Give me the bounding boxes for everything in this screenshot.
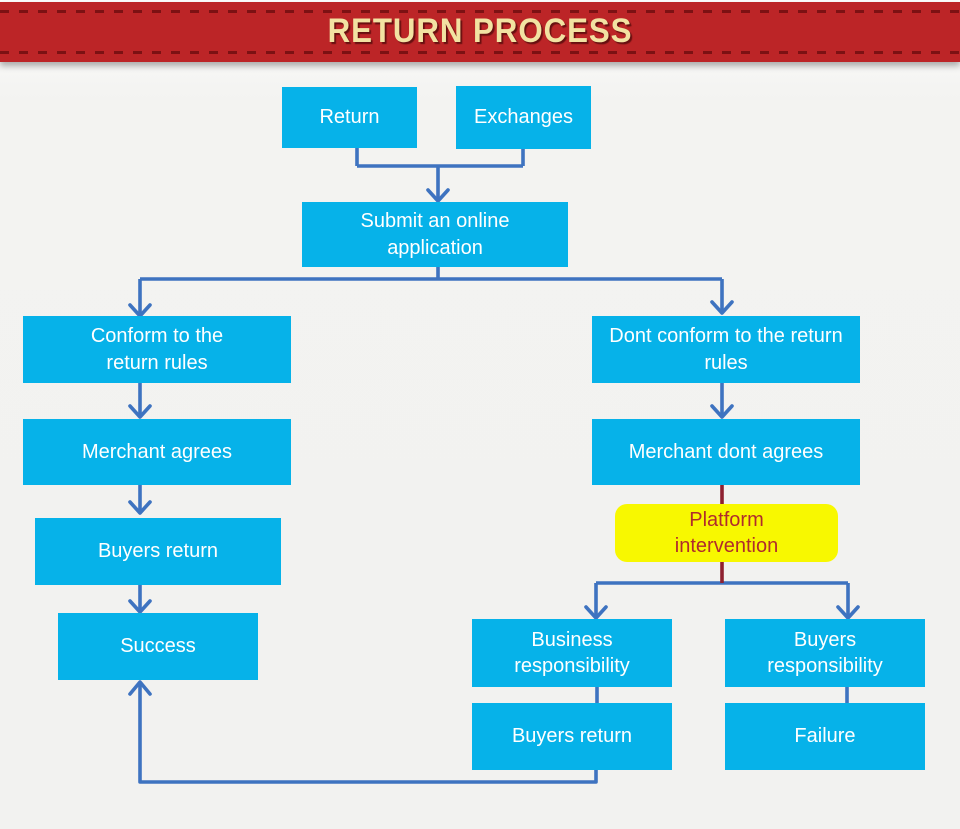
node-submit-application: Submit an online application [302,202,568,267]
node-exchanges: Exchanges [456,86,591,149]
node-business-responsibility: Business responsibility [472,619,672,687]
node-failure-label: Failure [794,725,856,748]
node-return-label: Return [319,106,380,129]
node-merchant-agrees: Merchant agrees [23,419,291,485]
node-dont-conform-rules-label: Dont conform to the return rules [609,325,843,374]
node-buyers-return-left-label: Buyers return [97,540,219,563]
node-conform-rules: Conform to the return rules [23,316,291,383]
node-buyers-return-bottom-label: Buyers return [511,725,633,748]
node-merchant-dont-agrees-label: Merchant dont agrees [628,440,824,463]
node-success: Success [58,613,258,680]
node-dont-conform-rules: Dont conform to the return rules [592,316,860,383]
connector-submit-split [128,267,734,318]
node-business-responsibility-label: Business responsibility [514,628,630,677]
node-return: Return [282,87,417,148]
connector-return-exchanges-to-submit [355,148,525,203]
node-platform-intervention: Platform intervention [615,504,838,562]
node-failure: Failure [725,703,925,770]
node-submit-application-label: Submit an online application [360,210,510,259]
header-banner: RETURN PROCESS [0,2,960,62]
node-buyers-return-left: Buyers return [35,518,281,585]
node-success-label: Success [120,635,196,658]
node-buyers-responsibility-label: Buyers responsibility [767,628,883,677]
node-exchanges-label: Exchanges [474,106,573,129]
node-buyers-responsibility: Buyers responsibility [725,619,925,687]
node-buyers-return-bottom: Buyers return [472,703,672,770]
stitch-line-bottom [0,51,960,54]
connector-buyers-return-to-success [128,585,152,614]
connector-conform-to-merchant-agrees [128,383,152,419]
stitch-line-top [0,10,960,13]
connector-dontconform-to-merchant-dont-agrees [710,383,734,419]
page-title: RETURN PROCESS [327,12,633,50]
connector-platform-split [584,581,860,620]
node-merchant-dont-agrees: Merchant dont agrees [592,419,860,485]
node-merchant-agrees-label: Merchant agrees [81,440,233,463]
connector-merchant-agrees-to-buyers-return [128,485,152,515]
node-platform-intervention-label: Platform intervention [674,508,779,557]
node-conform-rules-label: Conform to the return rules [90,325,224,374]
